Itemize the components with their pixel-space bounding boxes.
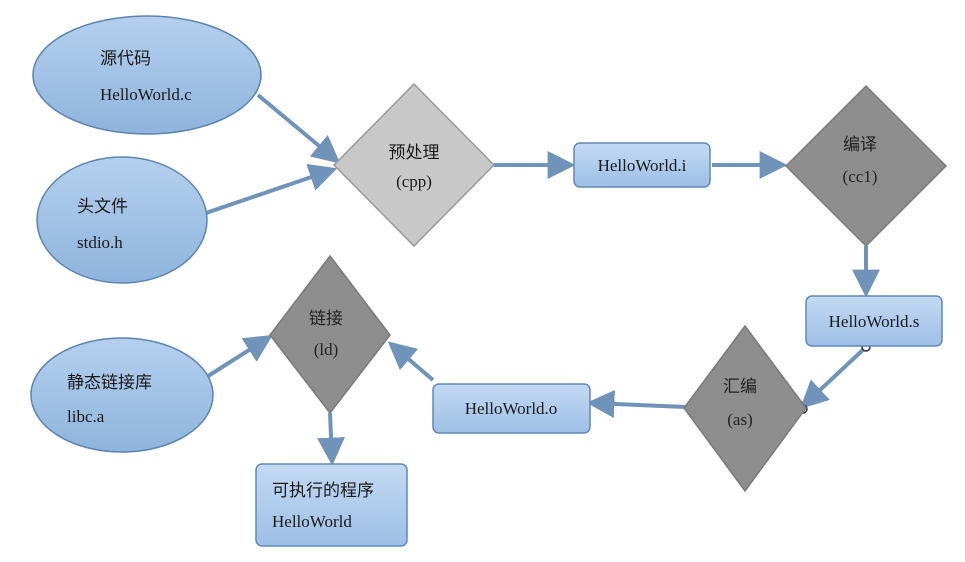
executable-filename: HelloWorld: [272, 512, 352, 531]
assemble-label: 汇编: [723, 377, 757, 396]
link-diamond: [269, 254, 391, 415]
link-label: 链接: [309, 309, 343, 328]
node-file-s: HelloWorld.s: [805, 295, 943, 347]
file-s-box: [805, 295, 943, 347]
preprocess-tool: (cpp): [396, 172, 432, 191]
compile-diamond: [784, 84, 948, 248]
source-label: 源代码: [100, 49, 151, 68]
source-ellipse: [32, 15, 262, 135]
static-lib-filename: libc.a: [67, 407, 105, 426]
executable-box: [255, 463, 408, 547]
static-lib-label: 静态链接库: [67, 373, 152, 392]
file-s-label: HelloWorld.s: [829, 312, 920, 331]
file-i-label: HelloWorld.i: [598, 156, 687, 175]
arrow-file-o-to-link: [387, 341, 435, 382]
assemble-tool: (as): [727, 410, 752, 429]
arrow-assemble-to-file-o: [586, 389, 687, 418]
compile-label: 编译: [843, 135, 877, 154]
node-assemble: 汇编 (as): [683, 324, 807, 493]
arrow-static-lib-to-link: [203, 334, 273, 380]
header-label: 头文件: [77, 197, 128, 216]
arrow-file-s-to-assemble: [799, 345, 868, 409]
preprocess-diamond: [332, 82, 496, 248]
node-compile: 编译 (cc1): [784, 84, 948, 248]
header-ellipse: [36, 156, 208, 284]
header-filename: stdio.h: [77, 233, 123, 252]
source-filename: HelloWorld.c: [100, 85, 192, 104]
node-executable: 可执行的程序 HelloWorld: [255, 463, 408, 547]
file-o-label: HelloWorld.o: [465, 399, 558, 418]
file-o-box: [432, 383, 591, 434]
compile-tool: (cc1): [843, 167, 878, 186]
arrow-link-to-executable: [317, 412, 346, 466]
node-source: 源代码 HelloWorld.c: [32, 15, 262, 135]
preprocess-label: 预处理: [389, 143, 440, 162]
executable-label: 可执行的程序: [272, 481, 374, 500]
node-header: 头文件 stdio.h: [36, 156, 208, 284]
arrow-source-to-preprocess: [256, 93, 341, 164]
link-tool: (ld): [314, 340, 339, 359]
file-i-box: [573, 142, 711, 188]
node-preprocess: 预处理 (cpp): [332, 82, 496, 248]
assemble-diamond: [683, 324, 807, 493]
node-file-i: HelloWorld.i: [573, 142, 711, 188]
node-static-lib: 静态链接库 libc.a: [30, 337, 214, 453]
node-link: 链接 (ld): [269, 254, 391, 415]
static-lib-ellipse: [30, 337, 214, 453]
arrow-header-to-preprocess: [199, 163, 338, 217]
node-file-o: HelloWorld.o: [432, 383, 591, 434]
